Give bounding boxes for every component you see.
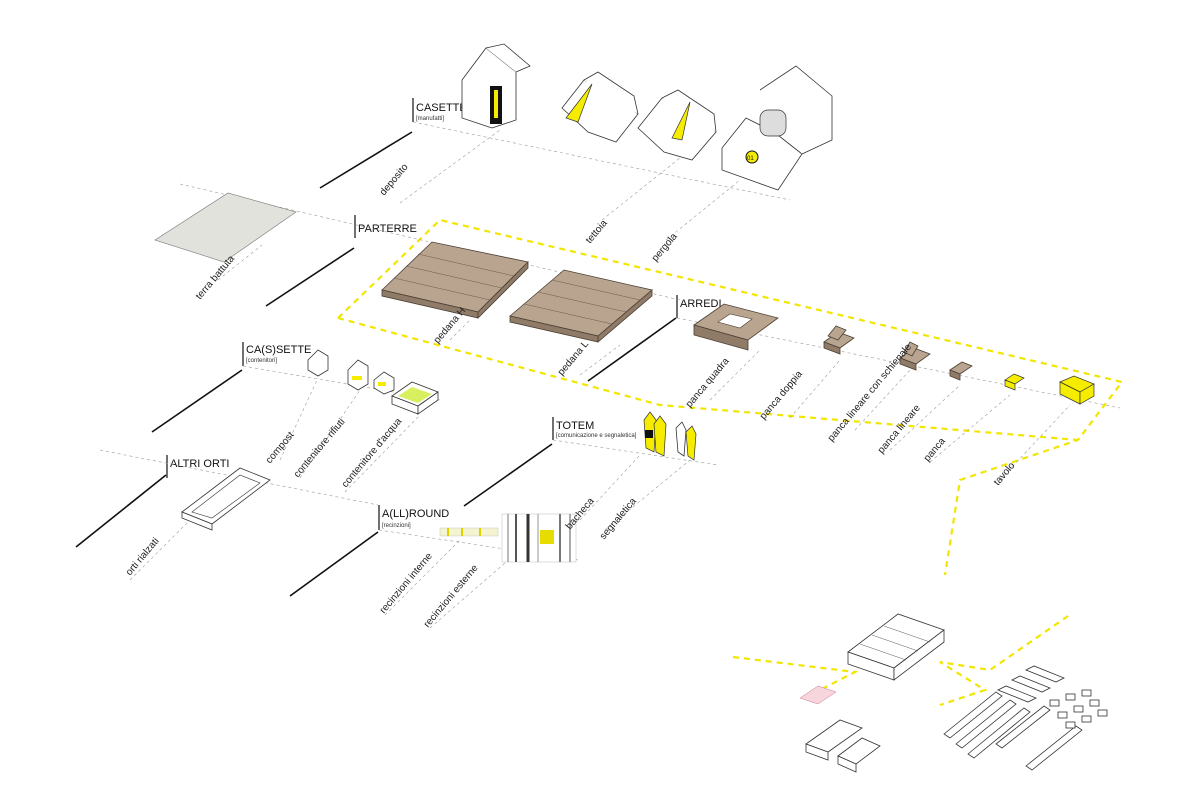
- house-casetta-01: 01: [721, 65, 833, 191]
- totem-bacheca: [643, 411, 667, 457]
- panca-lineare-schienale: [899, 341, 931, 371]
- altri-orti-header: ALTRI ORTI: [166, 455, 230, 478]
- pedana-l: [509, 269, 653, 343]
- casette-subtitle: [manufatti]: [416, 116, 444, 122]
- cassette-index-line: [151, 369, 243, 433]
- pallet-planks: [943, 691, 1083, 771]
- yellow-dashed-boundary-close: [337, 316, 1079, 442]
- pallet-rails: [997, 665, 1065, 703]
- panca-quadra: [693, 303, 779, 351]
- panca-yellow: [1004, 373, 1025, 391]
- terra-battuta-slab: [154, 192, 297, 263]
- casette-title: CASETTE: [416, 102, 467, 114]
- allround-header: A(LL)ROUND [recinzioni]: [378, 505, 449, 530]
- totem-index-line: [463, 443, 553, 507]
- cassette-subtitle: [contenitori]: [246, 358, 277, 364]
- panca-doppia: [823, 325, 855, 355]
- allround-index-line: [289, 531, 379, 597]
- label-deposito: deposito: [378, 162, 411, 198]
- pallet-pink-part: [799, 685, 837, 705]
- allround-title: A(LL)ROUND: [382, 508, 449, 520]
- cassette-title: CA(S)SETTE: [246, 344, 311, 356]
- label-orti-rialzati: orti rialzati: [124, 536, 162, 578]
- house-badge: 01: [747, 156, 754, 162]
- totem-title: TOTEM: [556, 420, 594, 432]
- house-pergola: [637, 89, 717, 161]
- house-deposito: [461, 43, 531, 129]
- label-leaders: [129, 129, 1071, 629]
- parterre-index-line: [265, 247, 355, 307]
- pallet-blocks-left: [805, 719, 881, 773]
- label-recinzioni-interne: recinzioni interne: [378, 551, 435, 616]
- label-pedana-l: pedana L: [556, 339, 592, 378]
- altri-orti-axis: [99, 449, 379, 506]
- panca-lineare: [949, 361, 973, 381]
- label-tettoia: tettoia: [584, 218, 610, 246]
- orto-rialzato: [181, 467, 271, 531]
- totem-axis: [552, 439, 719, 466]
- pedana-h: [381, 241, 529, 319]
- yellow-dashed-pallet-leader: [732, 655, 859, 691]
- label-bacheca: bacheca: [564, 496, 597, 532]
- label-panca-quadra: panca quadra: [684, 356, 732, 410]
- allround-subtitle: [recinzioni]: [382, 523, 411, 529]
- label-compost: compost: [264, 430, 297, 466]
- yellow-dashed-pallet-leader-2: [939, 615, 1069, 707]
- parterre-title: PARTERRE: [358, 223, 417, 235]
- contenitore-rifiuti-box: [347, 359, 395, 395]
- label-panca-lineare: panca lineare: [876, 403, 923, 456]
- altri-orti-title: ALTRI ORTI: [170, 458, 230, 470]
- label-contenitore-rifiuti: contenitore rifiuti: [292, 417, 348, 480]
- recinzioni-interne: [439, 527, 499, 537]
- totem-subtitle: [comunicazione e segnaletica]: [556, 433, 637, 439]
- casette-index-line: [319, 131, 413, 189]
- label-contenitore-acqua: contenitore d'acqua: [340, 416, 405, 490]
- totem-header: TOTEM [comunicazione e segnaletica]: [552, 417, 637, 440]
- casette-header: CASETTE [manufatti]: [412, 98, 467, 122]
- arredi-title: ARREDI: [680, 298, 722, 310]
- label-segnaletica: segnaletica: [598, 496, 639, 542]
- altri-orti-index-line: [75, 474, 167, 548]
- house-tettoia: [561, 71, 639, 143]
- pallet: [847, 613, 945, 681]
- recinzioni-esterne: [501, 513, 577, 563]
- label-terra-battuta: terra battuta: [194, 253, 237, 302]
- arredi-index-line: [587, 317, 677, 382]
- parterre-header: PARTERRE: [354, 215, 417, 238]
- label-panca-doppia: panca doppia: [758, 369, 805, 422]
- contenitore-acqua-box: [391, 381, 439, 415]
- label-pergola: pergola: [650, 231, 680, 264]
- casette-axis: [412, 121, 791, 201]
- cassette-header: CA(S)SETTE [contenitori]: [242, 342, 311, 366]
- arredi-header: ARREDI: [676, 295, 722, 318]
- pallet-small-blocks: [1049, 689, 1108, 729]
- label-recinzioni-esterne: recinzioni esterne: [422, 562, 481, 629]
- compost-box: [307, 349, 329, 377]
- tavolo: [1059, 375, 1095, 405]
- totem-segnaletica: [675, 421, 697, 461]
- label-tavolo: tavolo: [992, 460, 1018, 488]
